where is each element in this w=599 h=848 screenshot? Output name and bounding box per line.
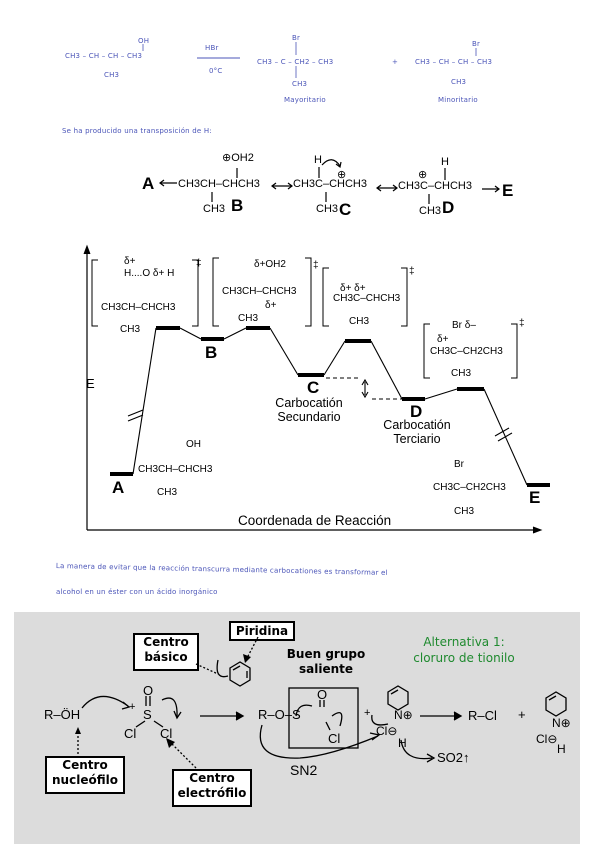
- cl-minus-2: Cl⊖: [536, 732, 558, 746]
- s-atom-1: S: [143, 707, 152, 722]
- diagram-label-e: E: [529, 488, 541, 507]
- diagram-label-d: D: [410, 402, 423, 421]
- so2-label: SO2↑: [437, 750, 470, 765]
- carbocation-secondary-label: Carbocatión Secundario: [275, 396, 343, 424]
- centro-electrofilo-box: Centro electrófilo: [172, 769, 252, 807]
- ts1-dagger: ‡: [196, 258, 202, 269]
- mech-c-chain: CH3C–CHCH3: [293, 178, 367, 190]
- buen-grupo-label: Buen grupo saliente: [286, 647, 366, 676]
- mech-c-h: H: [314, 154, 322, 166]
- species-e-methyl: CH3: [454, 506, 475, 517]
- mech-label-b: B: [231, 196, 244, 215]
- n-plus-1: N⊕: [394, 708, 413, 722]
- product-major-formula: CH3 – C – CH2 – CH3: [257, 58, 334, 66]
- mech-b-oh2: ⊕OH2: [222, 152, 254, 164]
- br-label-1: Br: [292, 34, 301, 42]
- ts2-chain: CH3CH–CHCH3: [222, 286, 297, 297]
- n-plus-2: N⊕: [552, 716, 571, 730]
- ts2-top: δ+OH2: [254, 259, 286, 270]
- ts4-methyl: CH3: [451, 368, 472, 379]
- note-transposition: Se ha producido una transposición de H:: [62, 127, 212, 135]
- cl-atom-1: Cl: [124, 726, 137, 741]
- oh-label: OH: [138, 37, 150, 45]
- roh: R–ÖH: [44, 707, 81, 722]
- centro-nucleofilo-box: Centro nucleófilo: [45, 756, 125, 794]
- centro-basico-box: Centro básico: [133, 633, 199, 671]
- note-ester-line-2: alcohol en un éster con un ácido inorgán…: [56, 588, 218, 596]
- minor-label: Minoritario: [438, 96, 478, 104]
- h-atom-1: H: [398, 736, 407, 750]
- thionyl-title: Alternativa 1: cloruro de tionilo: [413, 635, 515, 665]
- ts3-methyl: CH3: [349, 316, 370, 327]
- cl-atom-2: Cl: [160, 726, 173, 741]
- product-minor-formula: CH3 – CH – CH – CH3: [415, 58, 493, 66]
- cl-atom-3: Cl: [328, 731, 341, 746]
- mech-d-plus: ⊕: [418, 169, 428, 181]
- species-e-chain: CH3C–CH2CH3: [433, 482, 506, 493]
- mech-c-methyl: CH3: [316, 203, 339, 215]
- piridina-box: Piridina: [229, 621, 295, 641]
- ts1-mid: H....O δ+ H: [124, 268, 175, 279]
- mech-label-d: D: [442, 198, 455, 217]
- axis-y-label: E: [86, 376, 95, 391]
- ts3-chain: CH3C–CHCH3: [333, 293, 401, 304]
- ts4-dagger: ‡: [519, 318, 525, 329]
- ts3-dagger: ‡: [409, 266, 415, 277]
- mech-b-methyl: CH3: [203, 203, 226, 215]
- o-top: O: [143, 683, 154, 698]
- mech-label-c: C: [339, 200, 352, 219]
- carbocation-tertiary-label: Carbocatión Terciario: [383, 418, 451, 446]
- o-atom-2: O: [317, 687, 328, 702]
- mech-d-h: H: [441, 156, 449, 168]
- species-a-oh: OH: [186, 439, 201, 450]
- diagram-label-c: C: [307, 378, 320, 397]
- mech-label-e: E: [502, 181, 514, 200]
- ts4-marks: δ+: [437, 334, 449, 345]
- ts4-chain: CH3C–CH2CH3: [430, 346, 503, 357]
- mech-c-plus: ⊕: [337, 169, 347, 181]
- sn2-label: SN2: [290, 762, 318, 778]
- reactant-methyl: CH3: [104, 71, 120, 79]
- ts1-delta: δ+: [124, 256, 136, 267]
- ts3-marks: δ+ δ+: [340, 283, 366, 294]
- cl-minus-1: Cl⊖: [376, 724, 398, 738]
- ts2-dagger: ‡: [313, 260, 319, 271]
- mech-label-a: A: [142, 174, 155, 193]
- plus-1: +: [129, 701, 136, 713]
- mech-d-methyl: CH3: [419, 205, 442, 217]
- ts4-top: Br δ–: [452, 320, 476, 331]
- r-cl: R–Cl: [468, 708, 497, 723]
- mech-d-chain: CH3C–CHCH3: [398, 180, 472, 192]
- reactant-formula: CH3 – CH – CH – CH3: [65, 52, 143, 60]
- ts2-bottom: δ+: [265, 300, 277, 311]
- species-e-br: Br: [454, 459, 464, 470]
- ts1-methyl: CH3: [120, 324, 141, 335]
- plus-3: +: [518, 707, 526, 722]
- ts2-methyl: CH3: [238, 313, 259, 324]
- thionyl-panel: [14, 612, 580, 844]
- diagram-label-a: A: [112, 478, 125, 497]
- ts1-chain: CH3CH–CHCH3: [101, 302, 176, 313]
- diagram-label-b: B: [205, 343, 218, 362]
- product-major-methyl: CH3: [292, 80, 308, 88]
- product-minor-methyl: CH3: [451, 78, 467, 86]
- major-label: Mayoritario: [284, 96, 326, 104]
- br-label-2: Br: [472, 40, 481, 48]
- mech-b-chain: CH3CH–CHCH3: [178, 178, 260, 190]
- plus-2: +: [364, 707, 371, 719]
- reagent-hbr: HBr: [205, 44, 219, 52]
- h-atom-2: H: [557, 742, 566, 756]
- plus-sign: +: [392, 58, 399, 66]
- species-a-chain: CH3CH–CHCH3: [138, 464, 213, 475]
- axis-x-label: Coordenada de Reacción: [238, 513, 392, 528]
- species-a-methyl: CH3: [157, 487, 178, 498]
- reaction-condition: 0°C: [209, 67, 223, 75]
- r-o-s: R–O–S: [258, 707, 301, 722]
